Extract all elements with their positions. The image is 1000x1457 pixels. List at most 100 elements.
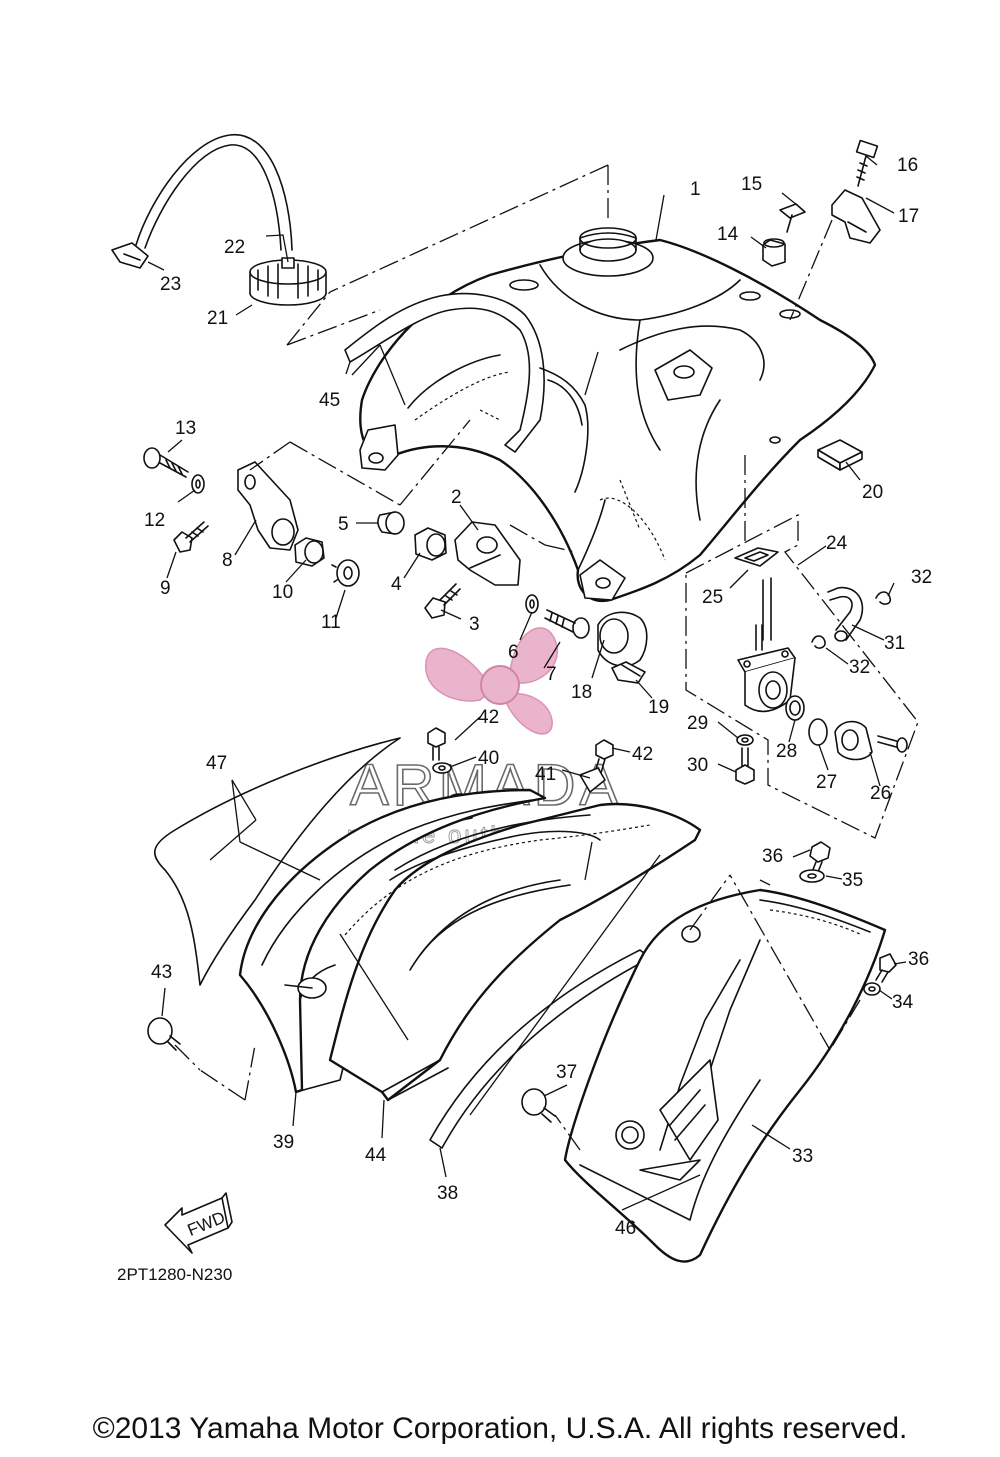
part-12-washer xyxy=(191,474,205,494)
part-3-bolt xyxy=(424,583,461,619)
callout-40: 40 xyxy=(478,748,499,769)
callout-10: 10 xyxy=(272,582,293,603)
part-9-bolt xyxy=(173,521,209,553)
callout-44: 44 xyxy=(365,1145,387,1166)
callout-9: 9 xyxy=(160,578,171,599)
part-37-screw xyxy=(521,1088,556,1123)
part-32-clip-upper xyxy=(875,591,892,605)
part-20-damper xyxy=(817,439,863,471)
callout-42-left: 42 xyxy=(478,707,499,728)
part-14-collar xyxy=(762,238,786,267)
callout-23: 23 xyxy=(160,274,181,295)
callout-43: 43 xyxy=(151,962,172,983)
part-8-bracket xyxy=(237,461,299,551)
callout-12: 12 xyxy=(144,510,165,531)
part-13-bolt xyxy=(143,447,189,478)
callout-27: 27 xyxy=(816,772,837,793)
phantom-lines xyxy=(174,164,919,1151)
part-42-screw-left xyxy=(427,727,446,761)
callout-20: 20 xyxy=(862,482,883,503)
callout-26: 26 xyxy=(870,783,891,804)
callout-35: 35 xyxy=(842,870,863,891)
part-18-cover xyxy=(597,611,648,667)
part-5-collar xyxy=(377,511,405,535)
callout-42-right: 42 xyxy=(632,744,653,765)
callout-13: 13 xyxy=(175,418,196,439)
callout-28: 28 xyxy=(776,741,797,762)
part-17-bracket xyxy=(831,189,881,244)
part-35-washer xyxy=(799,869,825,883)
part-7-bolt xyxy=(544,609,590,639)
callout-3: 3 xyxy=(469,614,480,635)
callout-18: 18 xyxy=(571,682,592,703)
callout-8: 8 xyxy=(222,550,233,571)
callout-41: 41 xyxy=(535,764,556,785)
part-28-seal xyxy=(785,695,805,721)
part-42-screw-right xyxy=(594,739,614,774)
callout-39: 39 xyxy=(273,1132,294,1153)
part-33-side-cover xyxy=(563,888,887,1263)
part-25-gasket xyxy=(734,547,779,567)
part-44-panel xyxy=(328,802,702,1102)
diagram-code: 2PT1280-N230 xyxy=(117,1265,232,1284)
callout-32-lower: 32 xyxy=(849,657,870,678)
callout-30: 30 xyxy=(687,755,708,776)
callout-2: 2 xyxy=(451,487,462,508)
copyright-notice: ©2013 Yamaha Motor Corporation, U.S.A. A… xyxy=(92,1412,908,1445)
part-24-fuel-cock xyxy=(737,577,796,713)
part-2-bracket xyxy=(454,521,521,586)
part-26-lever-assembly xyxy=(834,720,908,761)
callout-24: 24 xyxy=(826,533,848,554)
part-40-washer xyxy=(432,762,452,774)
part-36-screw-top xyxy=(809,841,831,873)
part-27-o-ring xyxy=(808,718,828,746)
callout-25: 25 xyxy=(702,587,723,608)
callout-38: 38 xyxy=(437,1183,458,1204)
callout-34: 34 xyxy=(892,992,914,1013)
part-36-screw-side xyxy=(875,953,897,983)
callout-4: 4 xyxy=(391,574,402,595)
part-47-graphic xyxy=(154,737,401,986)
part-10-grommet xyxy=(294,537,325,567)
callout-6: 6 xyxy=(508,642,519,663)
callout-47: 47 xyxy=(206,753,227,774)
callout-11: 11 xyxy=(321,612,341,633)
leader-lines xyxy=(147,155,907,1211)
part-39-side-cover xyxy=(238,788,547,1094)
part-16-bolt xyxy=(855,139,879,187)
callout-33: 33 xyxy=(792,1146,813,1167)
callout-32-upper: 32 xyxy=(911,567,932,588)
part-6-washer xyxy=(525,594,539,614)
callout-36-side: 36 xyxy=(908,949,929,970)
part-45-protector xyxy=(344,292,589,493)
part-30-bolt xyxy=(735,747,755,785)
callout-36-top: 36 xyxy=(762,846,783,867)
part-19-band xyxy=(611,661,646,684)
callout-14: 14 xyxy=(717,224,739,245)
callout-29: 29 xyxy=(687,713,708,734)
part-4-grommet xyxy=(414,527,447,561)
callout-45: 45 xyxy=(319,390,340,411)
callout-17: 17 xyxy=(898,206,919,227)
callout-5: 5 xyxy=(338,514,349,535)
fwd-arrow: FWD xyxy=(164,1192,233,1254)
part-43-screw xyxy=(147,1017,181,1051)
part-31-fuel-hose xyxy=(827,586,864,642)
callout-21: 21 xyxy=(207,308,228,329)
part-23-hose-valve xyxy=(111,242,149,269)
part-15-screw xyxy=(779,203,806,233)
part-11-collar xyxy=(331,559,360,587)
part-34-washer xyxy=(863,982,881,996)
callout-19: 19 xyxy=(648,697,669,718)
callouts: 1 2 3 4 5 6 7 8 9 10 11 12 13 14 15 16 1… xyxy=(144,155,932,1239)
part-41-damper xyxy=(579,767,606,793)
propeller-logo xyxy=(425,627,558,735)
callout-7: 7 xyxy=(546,664,557,685)
callout-16: 16 xyxy=(897,155,918,176)
part-29-washer xyxy=(736,734,754,746)
part-32-clip-lower xyxy=(811,635,826,649)
callout-37: 37 xyxy=(556,1062,577,1083)
part-1-fuel-tank xyxy=(359,227,877,603)
callout-22: 22 xyxy=(224,237,245,258)
